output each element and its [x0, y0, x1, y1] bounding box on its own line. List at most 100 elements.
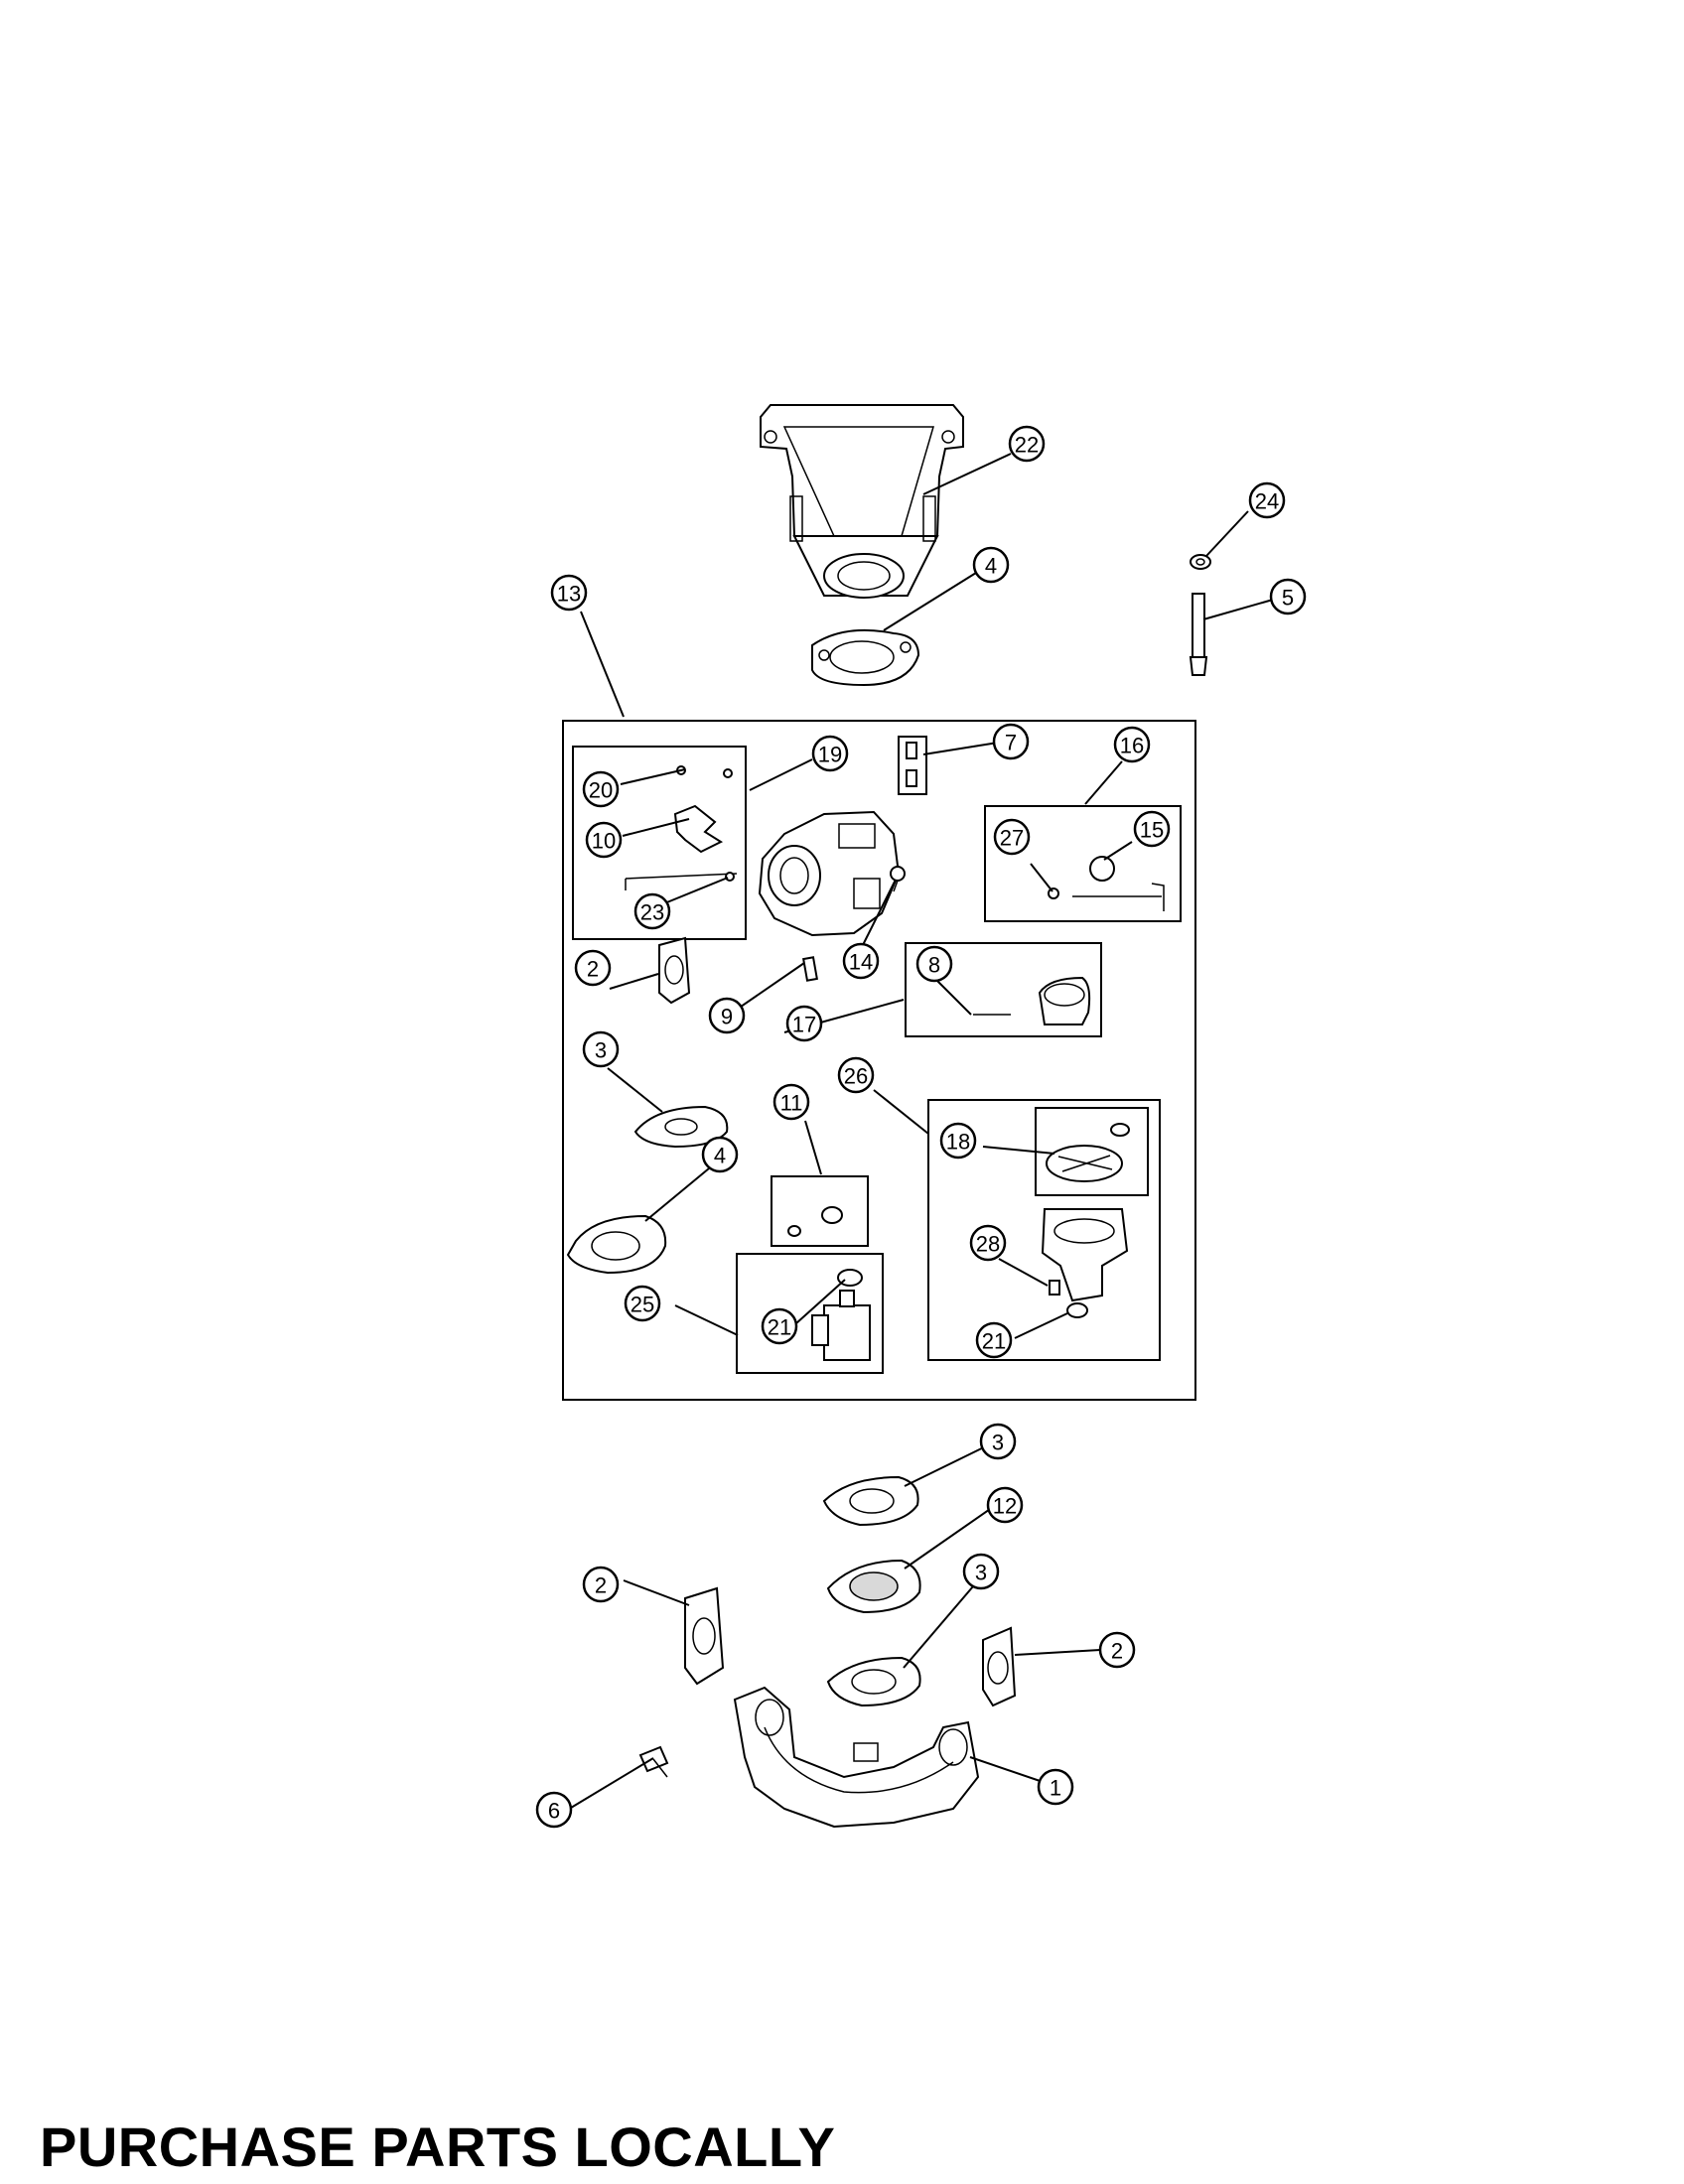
- callout-number: 3: [595, 1038, 607, 1063]
- callout-6: 6: [535, 1791, 573, 1829]
- callout-circle: [986, 1486, 1024, 1524]
- callout-number: 24: [1255, 489, 1279, 514]
- callout-14: 14: [842, 942, 880, 980]
- callout-number: 7: [1005, 731, 1017, 755]
- part-9-screw: [802, 956, 818, 982]
- callout-circle: [772, 1083, 810, 1121]
- callout-circle: [761, 1307, 798, 1345]
- part-3-gasket-lower: [826, 1656, 921, 1707]
- callout-circle: [993, 818, 1031, 856]
- callout-circle: [972, 546, 1010, 584]
- part-2-gasket-right: [982, 1626, 1017, 1707]
- callout-number: 8: [928, 953, 940, 978]
- callout-3: 3: [962, 1553, 1000, 1590]
- callout-1: 1: [1037, 1768, 1074, 1806]
- part-16-float-pin: [1072, 883, 1165, 911]
- callout-24: 24: [1248, 481, 1286, 519]
- callout-number: 2: [595, 1573, 607, 1598]
- part-11-jet-screw: [787, 1206, 843, 1237]
- callout-circle: [915, 945, 953, 983]
- callout-circle: [701, 1136, 739, 1173]
- callout-3: 3: [582, 1030, 620, 1068]
- part-3-gasket-upper: [822, 1475, 919, 1527]
- callout-number: 17: [792, 1013, 816, 1037]
- callout-5: 5: [1269, 578, 1307, 615]
- callout-circle: [535, 1791, 573, 1829]
- callout-number: 1: [1050, 1776, 1061, 1801]
- callout-circle: [585, 821, 623, 859]
- callout-17: 17: [785, 1005, 823, 1042]
- callout-18: 18: [939, 1122, 977, 1160]
- part-20-screws: [676, 765, 733, 778]
- callout-27: 27: [993, 818, 1031, 856]
- callout-circle: [785, 1005, 823, 1042]
- callout-8: 8: [915, 945, 953, 983]
- callout-circle: [837, 1056, 875, 1094]
- callout-circle: [939, 1122, 977, 1160]
- callout-number: 3: [975, 1561, 987, 1585]
- callout-26: 26: [837, 1056, 875, 1094]
- kit-box-16: [984, 805, 1182, 922]
- callout-7: 7: [992, 723, 1030, 760]
- part-2-spacer-gasket-box: [658, 936, 691, 1005]
- callout-group: 2 2 24 5 4 13 7 1 6 19 20 10 23 27 15 14 2 9 8 17 3 26 11 18 4 28…: [535, 425, 1307, 1829]
- callout-4: 4: [972, 546, 1010, 584]
- part-10-plate: [673, 804, 724, 854]
- callout-4: 4: [701, 1136, 739, 1173]
- kit-box-26: [927, 1099, 1161, 1361]
- callout-2: 2: [574, 949, 612, 987]
- callout-number: 21: [768, 1315, 791, 1340]
- kit-box-11: [771, 1175, 869, 1247]
- callout-number: 26: [844, 1064, 868, 1089]
- callout-circle: [582, 1030, 620, 1068]
- kit-box-17: [905, 942, 1102, 1037]
- callout-circle: [1133, 810, 1171, 848]
- callout-23: 23: [633, 892, 671, 930]
- part-1-intake-manifold: [733, 1686, 980, 1829]
- callout-circle: [979, 1423, 1017, 1460]
- callout-number: 2: [587, 957, 599, 982]
- part-4-gasket-top: [811, 628, 920, 687]
- callout-number: 27: [1000, 826, 1024, 851]
- callout-number: 6: [548, 1799, 560, 1824]
- part-26-bowl: [1041, 1208, 1129, 1302]
- callout-number: 5: [1282, 586, 1294, 611]
- part-2-gasket-left: [684, 1586, 725, 1686]
- callout-number: 15: [1140, 818, 1164, 843]
- callout-circle: [550, 574, 588, 612]
- callout-circle: [1037, 1768, 1074, 1806]
- kit-box-19: [572, 746, 747, 940]
- part-15-float: [1089, 856, 1115, 882]
- callout-circle: [582, 1566, 620, 1603]
- part-17-float-bowl: [1038, 976, 1091, 1025]
- callout-number: 11: [780, 1091, 803, 1116]
- callout-circle: [708, 997, 746, 1034]
- callout-number: 4: [985, 554, 997, 579]
- purchase-parts-locally-note: PURCHASE PARTS LOCALLY: [40, 2116, 836, 2178]
- callout-circle: [962, 1553, 1000, 1590]
- callout-19: 19: [811, 735, 849, 772]
- callout-circle: [1008, 425, 1046, 463]
- callout-21: 21: [975, 1321, 1013, 1359]
- callout-9: 9: [708, 997, 746, 1034]
- callout-number: 20: [589, 778, 613, 803]
- callout-20: 20: [582, 770, 620, 808]
- part-22-intake-elbow: [760, 404, 964, 599]
- part-5-stud: [1189, 593, 1208, 676]
- callout-11: 11: [772, 1083, 810, 1121]
- callout-number: 10: [592, 829, 616, 854]
- part-3-gasket-box: [633, 1105, 729, 1149]
- callout-number: 3: [992, 1431, 1004, 1455]
- callout-circle: [811, 735, 849, 772]
- callout-13: 13: [550, 574, 588, 612]
- callout-number: 13: [557, 582, 581, 607]
- part-6-bolt: [638, 1745, 669, 1778]
- part-4-gasket-box: [566, 1214, 667, 1275]
- callout-28: 28: [969, 1224, 1007, 1262]
- callout-number: 2: [1111, 1639, 1123, 1664]
- part-21-oring-box26: [1066, 1302, 1088, 1318]
- part-23-rod: [625, 872, 738, 890]
- callout-12: 12: [986, 1486, 1024, 1524]
- callout-number: 23: [640, 900, 664, 925]
